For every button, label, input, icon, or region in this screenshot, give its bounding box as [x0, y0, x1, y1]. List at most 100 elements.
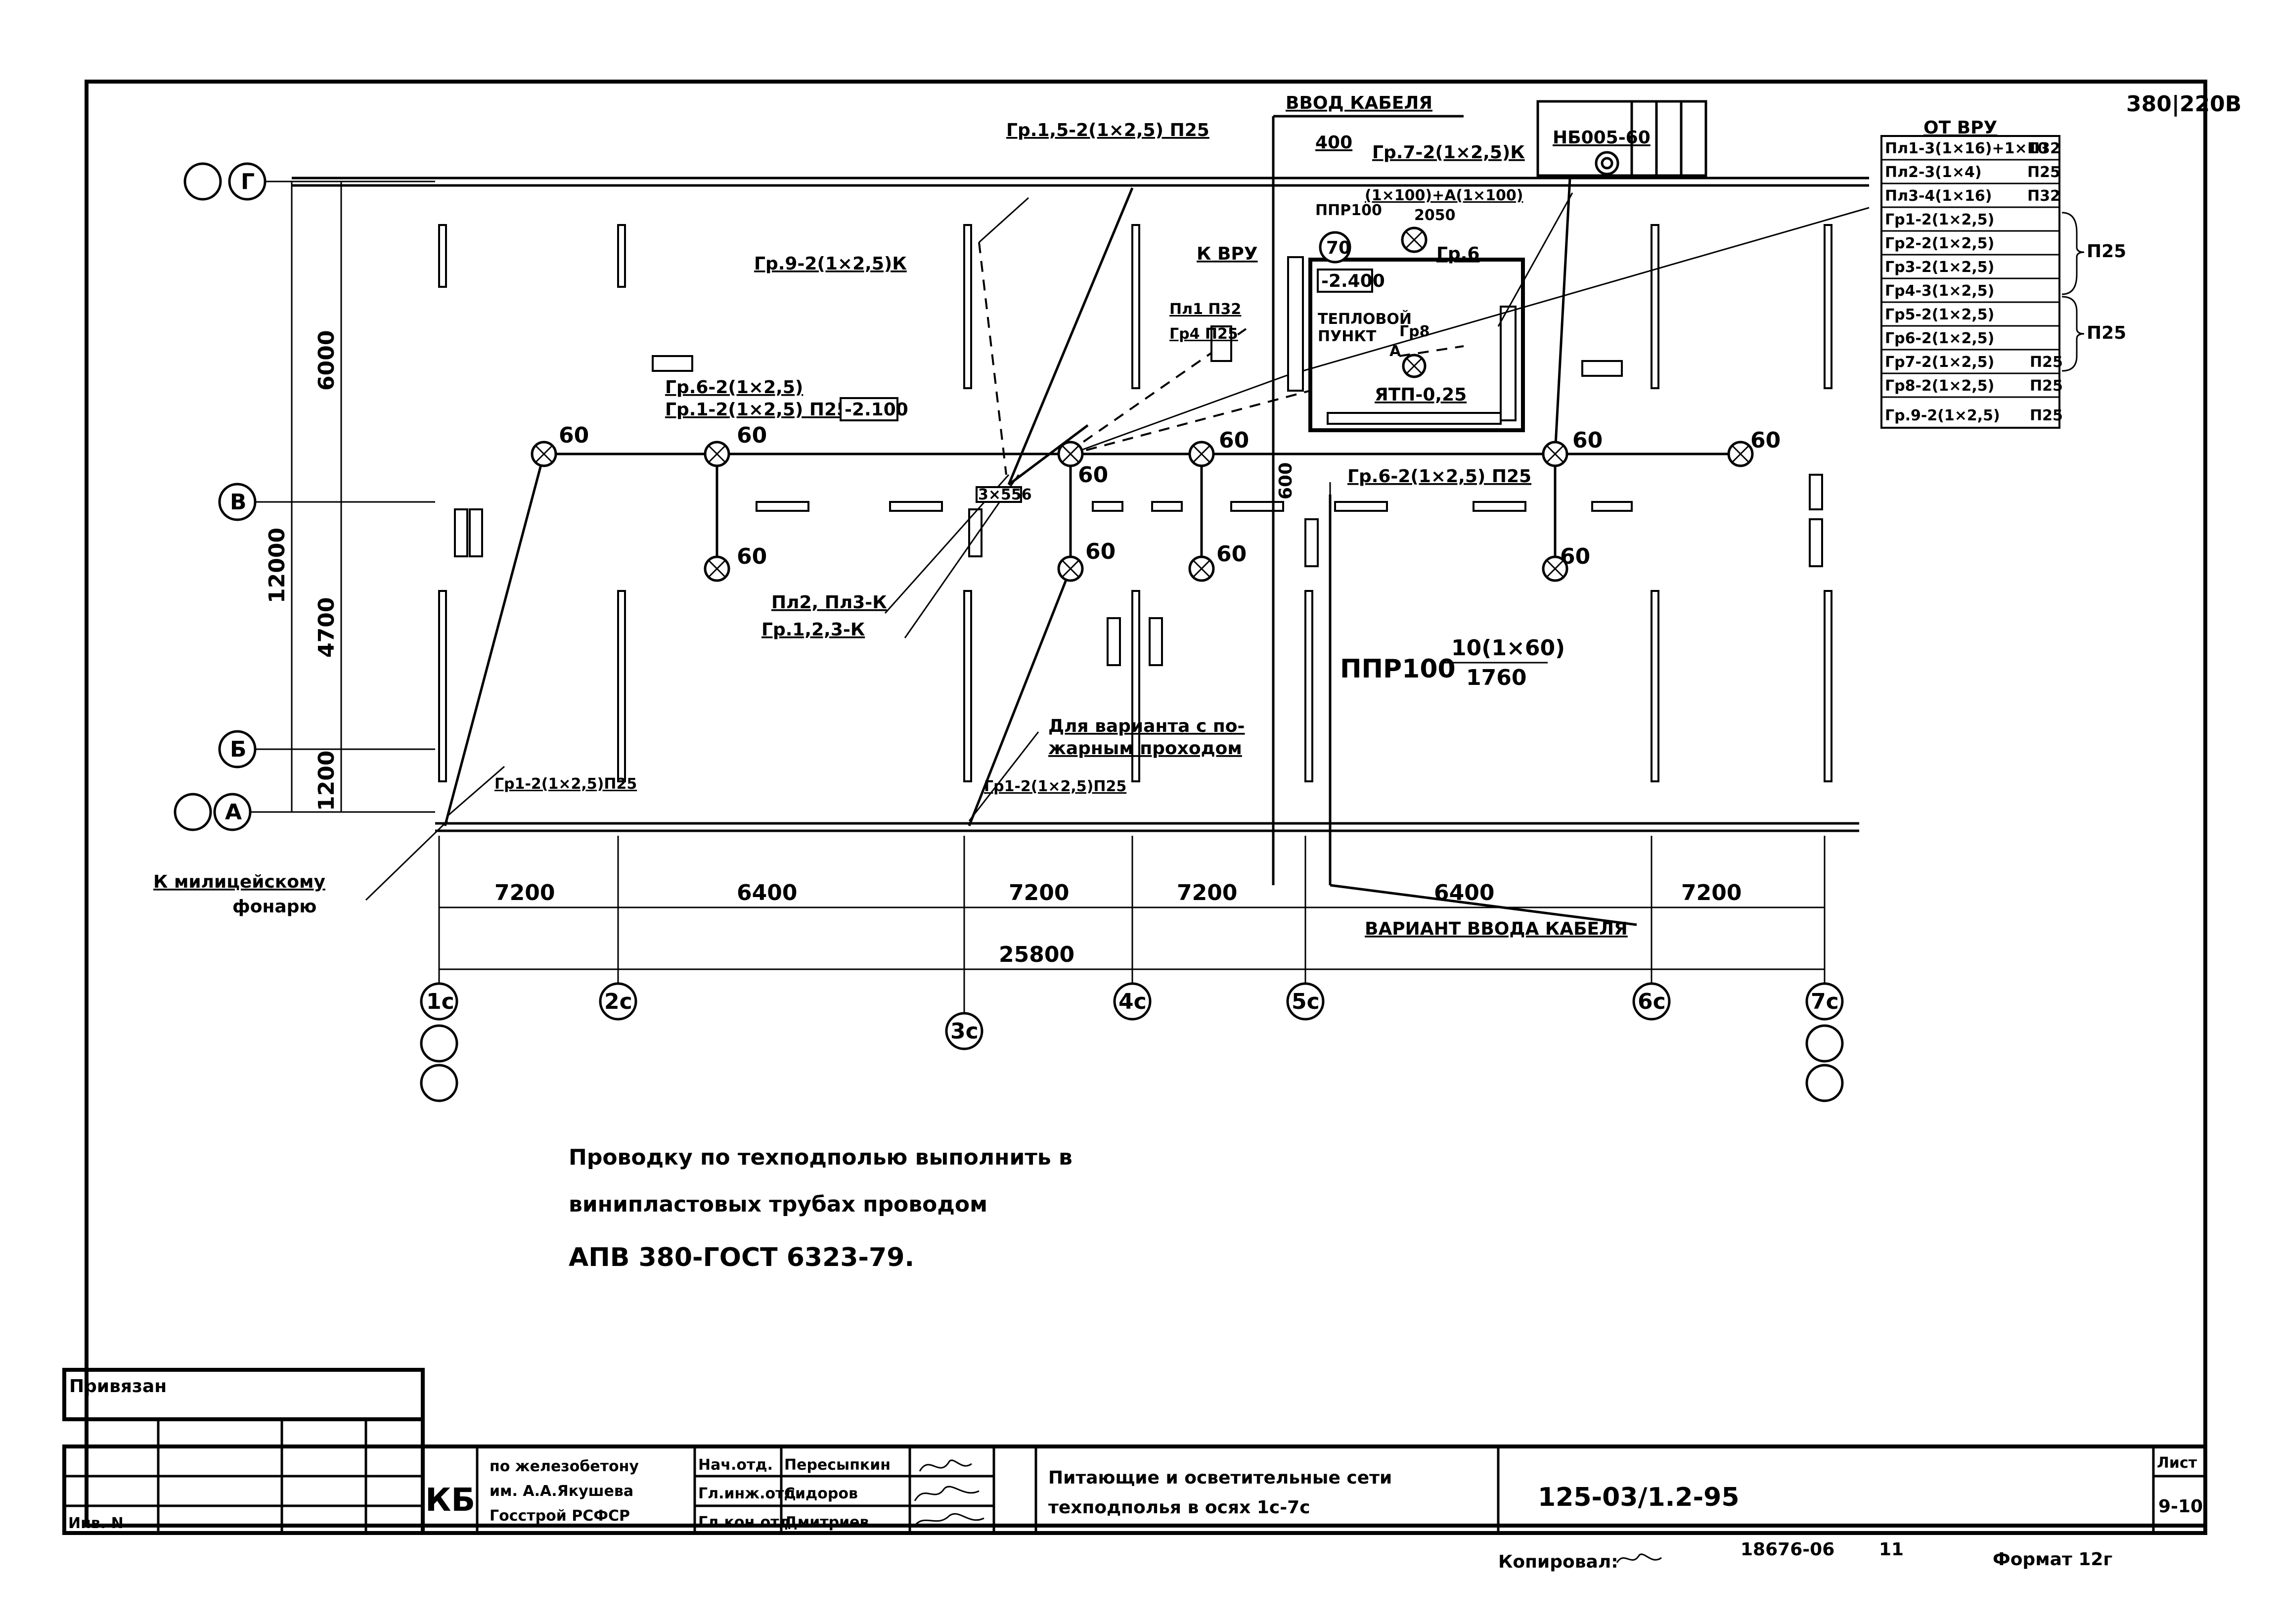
vru-row-4: Гр1-2(1×2,5) [1885, 211, 1994, 228]
label-pl2pl3: Пл2, Пл3-К [771, 592, 887, 613]
label-ppr-len: 2050 [1414, 207, 1456, 224]
riser-box-label: 3×556 [978, 486, 1032, 503]
title-block: Привязан Инв. N КБ по железобетону им. А… [62, 1368, 2207, 1535]
name-3: Дмитриев [784, 1514, 869, 1531]
lamp-5: 60 [1057, 539, 1116, 582]
label-heat-point-1: ТЕПЛОВОЙ [1318, 310, 1412, 328]
corner-voltage: 380|220В [2126, 91, 2241, 117]
svg-text:60: 60 [559, 423, 589, 448]
dim-vertical-g-v: 6000 [314, 330, 339, 391]
dim-vertical-b-a: 1200 [314, 751, 339, 811]
dim-vertical-total: 12000 [265, 528, 290, 603]
sheet-frame [85, 80, 2207, 1528]
axis-bubble-3c [945, 1012, 983, 1050]
label-room-no: 70 [1326, 238, 1351, 258]
vru-title: ОТ ВРУ [1923, 118, 1997, 138]
footer-format: Формат 12г [1993, 1549, 2112, 1570]
svg-text:60: 60 [1560, 544, 1590, 569]
notes: Проводку по техподполью выполнить в вини… [569, 1145, 1072, 1272]
label-gr15: Гр.1,5-2(1×2,5) П25 [1006, 120, 1209, 140]
doc-number: 125-03/1.2-95 [1538, 1483, 1740, 1512]
dim-span-6: 7200 [1681, 880, 1742, 905]
label-gr6: Гр.6 [1436, 244, 1479, 264]
label-gr9: Гр.9-2(1×2,5)К [754, 254, 907, 274]
axis-bubble-1c-extra-1 [420, 1024, 458, 1063]
label-gr1-mid: Гр1-2(1×2,5)П25 [984, 778, 1126, 795]
vru-row-10: Гр7-2(1×2,5) [1885, 354, 1994, 371]
lamp-7: 60 [1188, 541, 1247, 582]
dim-span-4: 7200 [1177, 880, 1237, 905]
inv-label: Инв. N [68, 1515, 124, 1532]
svg-text:60: 60 [737, 423, 767, 448]
label-fire-variant-2: жарным проходом [1048, 738, 1242, 759]
label-gr123: Гр.1,2,3-К [761, 620, 865, 640]
vru-row-1-pipe: П32 [2027, 140, 2060, 157]
label-yatp: ЯТП-0,25 [1375, 385, 1467, 405]
attached-label: Привязан [69, 1376, 167, 1397]
walls [292, 100, 1869, 832]
footer: Копировал: 18676-06 11 Формат 12г [1498, 1539, 2112, 1572]
vru-row-1: Пл1-3(1×16)+1×10 [1885, 140, 2048, 157]
org-line-3: Госстрой РСФСР [490, 1507, 630, 1525]
axis-label-7c: 7с [1811, 989, 1839, 1014]
svg-text:60: 60 [1572, 428, 1603, 453]
label-police-1: К милицейскому [153, 872, 325, 892]
label-gr6-a: Гр.6-2(1×2,5) [665, 377, 803, 398]
note-line-1: Проводку по техподполью выполнить в [569, 1145, 1072, 1170]
axis-label-4c: 4с [1118, 989, 1147, 1014]
label-ppr-cable: (1×100)+А(1×100) [1365, 187, 1523, 204]
lamp-11 [1401, 226, 1428, 253]
vru-row-3-pipe: П32 [2027, 187, 2060, 205]
signature-3 [914, 1513, 984, 1526]
vru-row-11: Гр8-2(1×2,5) [1885, 377, 1994, 395]
vru-row-3: Пл3-4(1×16) [1885, 187, 1992, 205]
dim-span-2: 6400 [737, 880, 797, 905]
note-line-3: АПВ 380-ГОСТ 6323-79. [569, 1243, 914, 1272]
lamp-3: 60 [704, 544, 767, 582]
axis-bubble-7c-extra-2 [1805, 1064, 1844, 1102]
title-line-2: техподполья в осях 1с-7с [1048, 1497, 1310, 1518]
vru-row-12-pipe: П25 [2030, 407, 2063, 424]
org-line-1: по железобетону [490, 1458, 639, 1475]
svg-text:60: 60 [1085, 539, 1116, 564]
role-3: Гл.кон.отд. [698, 1514, 797, 1531]
label-gr1-left: Гр1-2(1×2,5)П25 [494, 775, 637, 793]
lamp-6: 60 [1188, 428, 1249, 467]
axis-bubble-6c [1632, 982, 1671, 1021]
vru-brace-1 [2061, 212, 2085, 295]
vru-row-2-pipe: П25 [2027, 164, 2060, 181]
svg-text:60: 60 [1078, 462, 1108, 488]
axis-label-a: А [225, 800, 242, 825]
code-short: КБ [425, 1482, 475, 1519]
axis-label-1c: 1с [426, 989, 454, 1014]
axis-bubble-2c [599, 982, 637, 1021]
axis-bubble-7c-extra-1 [1805, 1024, 1844, 1063]
vru-table: ОТ ВРУ Пл1-3(1×16)+1×10 П32 Пл2-3(1×4) П… [1880, 118, 2126, 429]
vru-brace-2 [2061, 296, 2085, 372]
name-2: Сидоров [784, 1485, 858, 1502]
label-riser-dim: 600 [1276, 462, 1296, 499]
label-ppr-frac-top: 10(1×60) [1451, 635, 1565, 661]
lamp-4: 60 [1057, 441, 1108, 488]
vru-row-11-pipe: П25 [2030, 377, 2063, 395]
name-1: Пересыпкин [784, 1456, 891, 1474]
label-gr7: Гр.7-2(1×2,5)К [1372, 142, 1525, 163]
lamp-2: 60 [704, 423, 767, 467]
svg-text:60: 60 [1750, 428, 1781, 453]
label-gr1-b: Гр.1-2(1×2,5) П25 [665, 400, 849, 420]
signature-1 [919, 1459, 972, 1472]
dim-span-1: 7200 [494, 880, 555, 905]
room-number-circle [1319, 231, 1351, 264]
label-ppr-top: ППР100 [1315, 202, 1382, 219]
title-line-1: Питающие и осветительные сети [1048, 1468, 1392, 1488]
lamp-1: 60 [531, 423, 589, 467]
footer-copied: Копировал: [1498, 1552, 1618, 1572]
level-box-a [840, 397, 898, 421]
axis-bubble-a-outer [174, 793, 212, 831]
vru-row-10-pipe: П25 [2030, 354, 2063, 371]
label-cable-entry-dim: 400 [1315, 133, 1352, 153]
label-heat-point-2: ПУНКТ [1318, 328, 1377, 345]
axis-label-g: Г [241, 169, 255, 194]
axis-bubble-1c-extra-2 [420, 1064, 458, 1102]
